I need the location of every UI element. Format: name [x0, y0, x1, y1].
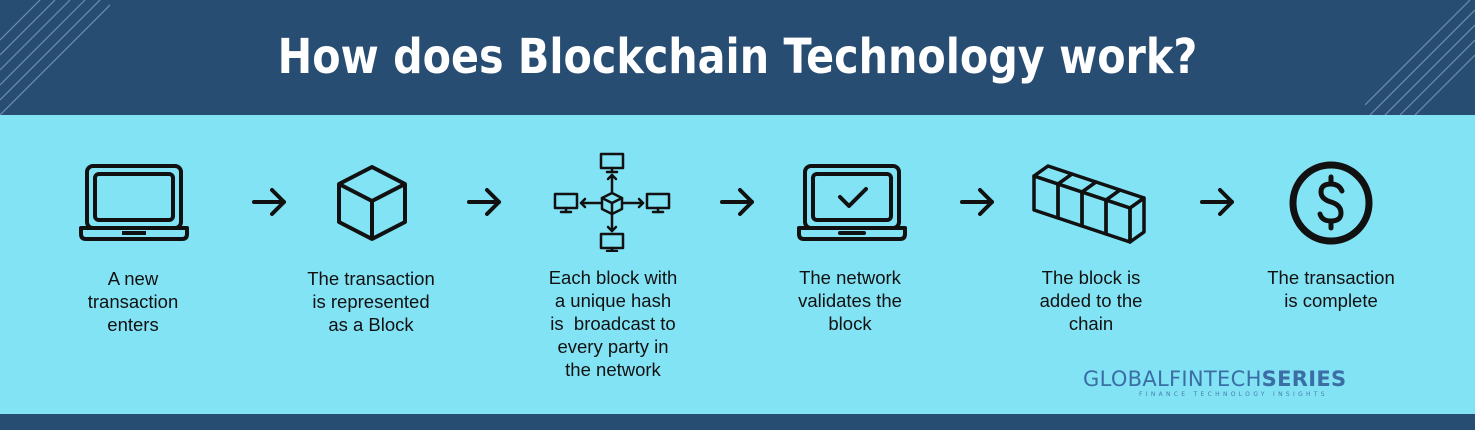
footer-bar — [0, 414, 1475, 430]
page-title: How does Blockchain Technology work? — [277, 29, 1198, 85]
dollar-coin-icon — [1288, 160, 1374, 246]
brand-logo: GLOBALFINTECHSERIES FINANCE TECHNOLOGY I… — [1083, 367, 1403, 398]
header-banner: How does Blockchain Technology work? — [0, 0, 1475, 115]
network-broadcast-icon — [552, 152, 672, 252]
brand-tagline: FINANCE TECHNOLOGY INSIGHTS — [1139, 391, 1328, 398]
chain-blocks-icon — [1030, 162, 1154, 244]
arrow-right-icon — [252, 188, 286, 216]
decorative-stripes-left — [0, 0, 110, 115]
laptop-check-icon — [796, 160, 908, 244]
cube-icon — [335, 163, 409, 243]
arrow-right-icon — [1200, 188, 1234, 216]
arrow-right-icon — [467, 188, 501, 216]
arrow-right-icon — [720, 188, 754, 216]
brand-name: GLOBALFINTECHSERIES — [1083, 367, 1347, 391]
arrow-right-icon — [960, 188, 994, 216]
decorative-stripes-right — [1365, 0, 1475, 115]
laptop-icon — [78, 160, 190, 244]
